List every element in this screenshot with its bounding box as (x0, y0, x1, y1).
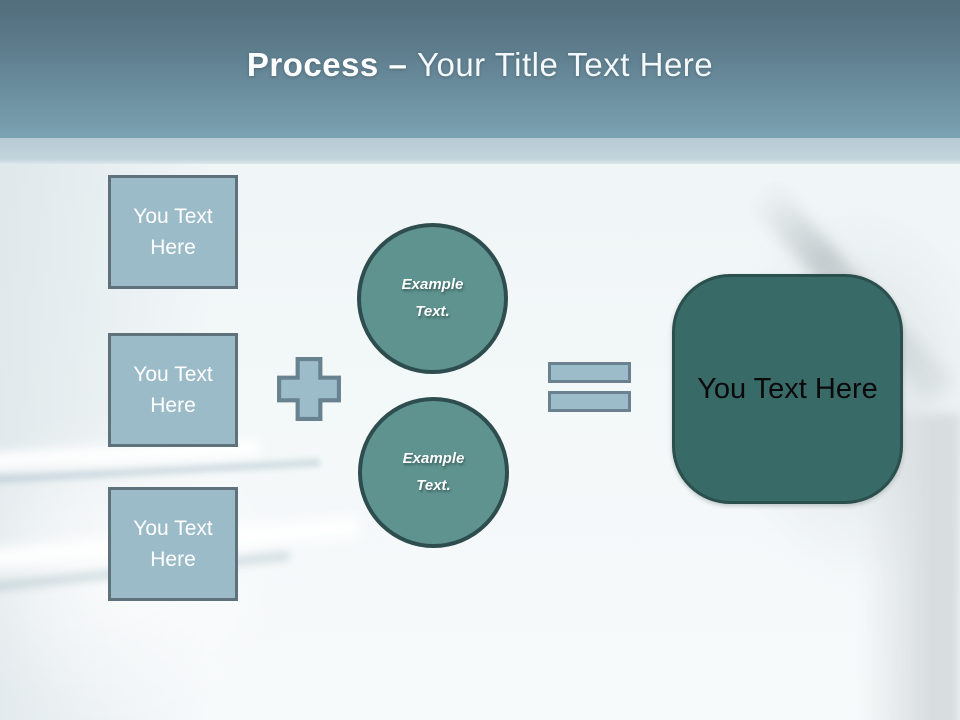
input-box-1-label: You Text Here (133, 204, 213, 260)
plus-icon (276, 356, 342, 422)
example-circle-2-label: Example Text. (402, 450, 465, 494)
input-box-2: You Text Here (108, 333, 238, 447)
page-title-subtitle: Your Title Text Here (416, 45, 714, 83)
example-circle-2: Example Text. (358, 397, 509, 548)
background-streak (0, 458, 320, 486)
equals-icon (548, 391, 631, 412)
input-box-1: You Text Here (108, 175, 238, 289)
result-box: You Text Here (672, 274, 903, 504)
example-circle-1-label: Example Text. (401, 276, 464, 320)
input-box-3-label: You Text Here (133, 516, 213, 572)
result-box-label: You Text Here (697, 372, 878, 405)
header-banner: Process – Your Title Text Here (0, 0, 960, 138)
input-box-3: You Text Here (108, 487, 238, 601)
example-circle-1: Example Text. (357, 223, 508, 374)
input-box-2-label: You Text Here (133, 362, 213, 418)
header-divider-band (0, 138, 960, 164)
page-title: Process – Your Title Text Here (247, 46, 713, 84)
page-title-keyword: Process – (246, 45, 417, 83)
equals-icon (548, 362, 631, 383)
